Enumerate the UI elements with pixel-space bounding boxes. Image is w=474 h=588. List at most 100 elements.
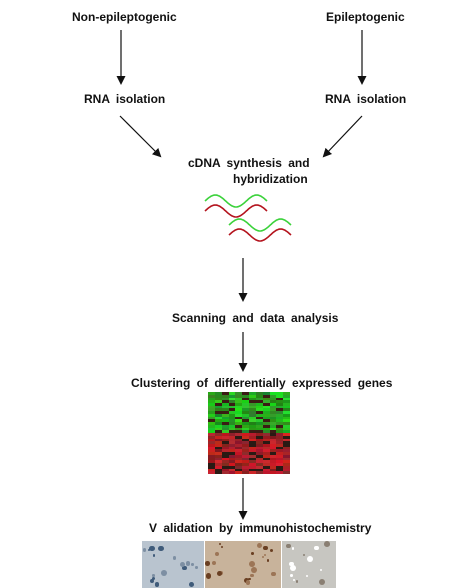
heatmap-cell: [208, 402, 216, 407]
heatmap-cell: [235, 402, 243, 407]
heatmap-cell: [242, 443, 250, 448]
heatmap-cell: [235, 411, 243, 415]
ihc-stain-spot: [271, 571, 276, 577]
heatmap-cell: [228, 408, 236, 412]
heatmap-cell: [214, 465, 223, 469]
heatmap-cell: [208, 460, 216, 464]
heatmap-cell: [235, 471, 243, 474]
ihc-stain-spot: [266, 559, 270, 562]
heatmap-cell: [276, 446, 284, 450]
heatmap-cell: [242, 411, 250, 415]
left-rna-isolation-label: RNA isolation: [84, 92, 166, 106]
heatmap-cell: [255, 422, 264, 426]
heatmap-cell: [269, 468, 277, 472]
heatmap-cell: [208, 424, 216, 428]
ihc-image-panel-3: [282, 541, 336, 588]
heatmap-cell: [242, 419, 250, 423]
heatmap-cell: [269, 402, 277, 407]
heatmap-cell: [262, 438, 270, 442]
heatmap-cell: [214, 446, 223, 450]
heatmap-cell: [221, 449, 229, 453]
heatmap-cell: [255, 400, 264, 404]
heatmap-cell: [283, 452, 290, 456]
heatmap-cell: [214, 430, 223, 434]
heatmap-cell: [208, 422, 216, 426]
heatmap-cell: [228, 416, 236, 420]
heatmap-cell: [262, 430, 270, 434]
heatmap-cell: [214, 433, 223, 437]
heatmap-cell: [242, 408, 250, 412]
heatmap-cell: [242, 460, 250, 464]
ihc-stain-spot: [248, 561, 255, 568]
heatmap-cell: [255, 457, 264, 461]
heatmap-cell: [283, 454, 290, 459]
heatmap-cell: [228, 435, 236, 439]
heatmap-cell: [276, 419, 284, 423]
heatmap-cell: [214, 457, 223, 461]
heatmap-cell: [269, 438, 277, 442]
heatmap-cell: [228, 449, 236, 453]
heatmap-cell: [276, 411, 284, 415]
heatmap-cell: [276, 443, 284, 448]
heatmap-cell: [228, 419, 236, 423]
heatmap-cell: [242, 413, 250, 418]
ihc-stain-spot: [172, 556, 177, 560]
heatmap-cell: [255, 419, 264, 423]
heatmap-cell: [214, 443, 223, 448]
heatmap-cell: [235, 427, 243, 431]
ihc-stain-spot: [250, 573, 255, 578]
heatmap-cell: [214, 471, 223, 474]
ihc-stain-spot: [251, 551, 254, 555]
heatmap-cell: [255, 402, 264, 407]
ihc-stain-spot: [179, 562, 185, 568]
heatmap-cell: [262, 454, 270, 459]
heatmap-cell: [214, 422, 223, 426]
ihc-stain-spot: [205, 561, 210, 566]
heatmap-cell: [214, 454, 223, 459]
heatmap-cell: [208, 438, 216, 442]
heatmap-cell: [235, 413, 243, 418]
heatmap-cell: [249, 413, 257, 418]
heatmap-cell: [208, 443, 216, 448]
heatmap-cell: [276, 413, 284, 418]
heatmap-cell: [255, 438, 264, 442]
heatmap-cell: [276, 465, 284, 469]
ihc-stain-spot: [305, 575, 308, 578]
heatmap-cell: [255, 449, 264, 453]
heatmap-cell: [208, 427, 216, 431]
heatmap-cell: [221, 424, 229, 428]
heatmap-cell: [235, 433, 243, 437]
heatmap-cell: [255, 468, 264, 472]
heatmap-cell: [235, 460, 243, 464]
heatmap-cell: [235, 422, 243, 426]
ihc-stain-spot: [182, 565, 187, 571]
heatmap-cell: [276, 449, 284, 453]
heatmap-cell: [255, 463, 264, 467]
heatmap-cell: [255, 430, 264, 434]
heatmap-cell: [214, 452, 223, 456]
heatmap-cell: [242, 422, 250, 426]
heatmap-cell: [242, 427, 250, 431]
heatmap-cell: [208, 452, 216, 456]
heatmap-cell: [249, 424, 257, 428]
heatmap-image: [208, 392, 290, 474]
hybridization-wave-icon: [204, 194, 292, 242]
heatmap-cell: [255, 405, 264, 409]
heatmap-cell: [228, 443, 236, 448]
heatmap-cell: [276, 454, 284, 459]
heatmap-cell: [208, 463, 216, 467]
heatmap-cell: [208, 416, 216, 420]
heatmap-cell: [214, 400, 223, 404]
heatmap-cell: [283, 446, 290, 450]
heatmap-cell: [249, 427, 257, 431]
heatmap-cell: [269, 454, 277, 459]
ihc-stain-spot: [248, 577, 251, 580]
heatmap-cell: [249, 454, 257, 459]
heatmap-cell: [262, 394, 270, 398]
heatmap-cell: [235, 430, 243, 434]
heatmap-cell: [242, 457, 250, 461]
heatmap-cell: [255, 454, 264, 459]
heatmap-cell: [262, 411, 270, 415]
heatmap-cell: [208, 465, 216, 469]
heatmap-cell: [214, 463, 223, 467]
